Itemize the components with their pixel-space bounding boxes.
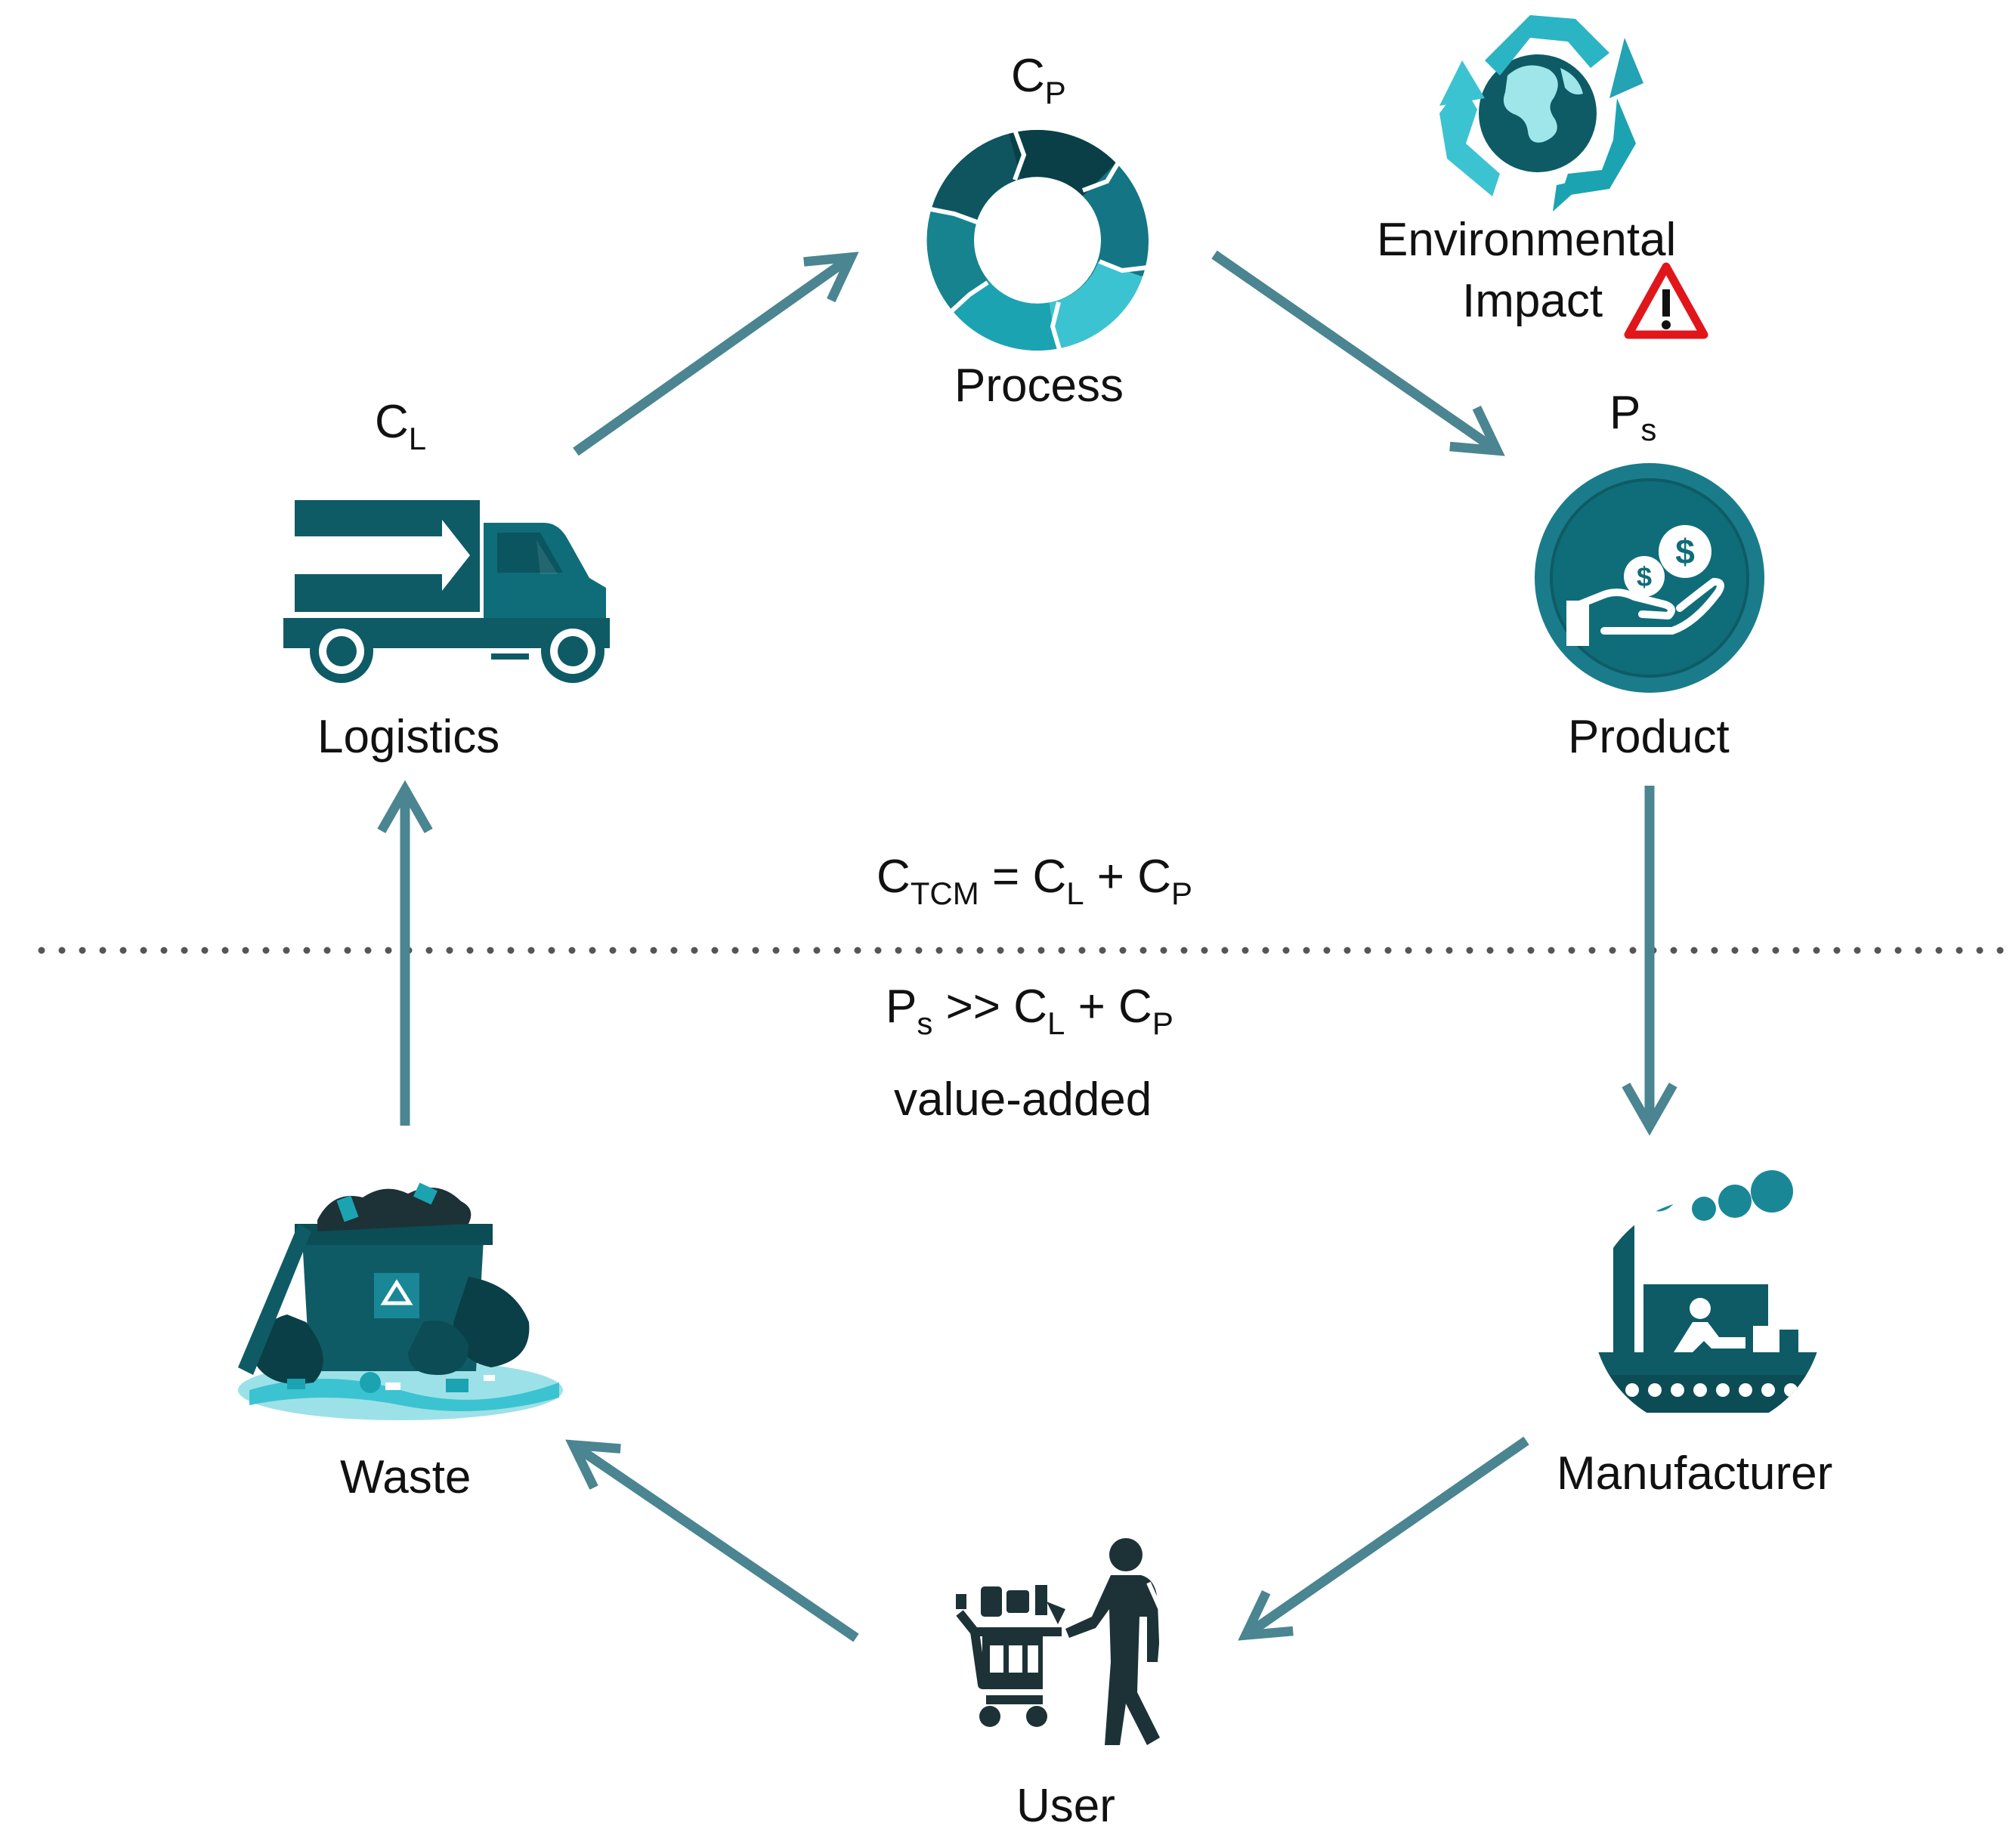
arrow-manufacturer-to-user (1238, 1436, 1529, 1641)
product-label: Product (1568, 711, 1730, 763)
delivery-truck-icon (283, 500, 610, 683)
recycle-globe-icon (1439, 15, 1643, 212)
user-label: User (1016, 1780, 1115, 1832)
environmental-impact-line1: Environmental (1377, 214, 1677, 266)
factory-icon (1591, 1170, 1825, 1432)
logistics-cost-symbol: CL (375, 396, 427, 456)
process-cycle-icon (926, 128, 1149, 353)
arrow-process-to-product (1211, 250, 1505, 456)
manufacturer-label: Manufacturer (1557, 1447, 1833, 1500)
flow-arrows (377, 250, 1677, 1642)
money-hand-icon: $ $ (1535, 463, 1764, 693)
environmental-impact-line2: Impact (1462, 275, 1603, 327)
total-cost-equation: CTCM = CL + CP (877, 851, 1193, 911)
trash-bin-icon (238, 1182, 563, 1420)
svg-text:$: $ (1637, 561, 1652, 592)
value-inequality: Ps >> CL + CP (886, 981, 1173, 1041)
shopper-cart-icon (956, 1538, 1167, 1745)
process-cost-symbol: CP (1011, 50, 1066, 110)
waste-label: Waste (340, 1451, 472, 1503)
arrow-user-to-waste (565, 1439, 859, 1642)
arrow-logistics-to-process (573, 252, 859, 456)
product-price-symbol: Ps (1609, 387, 1657, 447)
svg-text:$: $ (1675, 532, 1695, 571)
warning-triangle-icon (1624, 262, 1708, 339)
process-label: Process (954, 360, 1124, 412)
logistics-label: Logistics (317, 711, 500, 763)
value-added-note: value-added (894, 1074, 1152, 1126)
